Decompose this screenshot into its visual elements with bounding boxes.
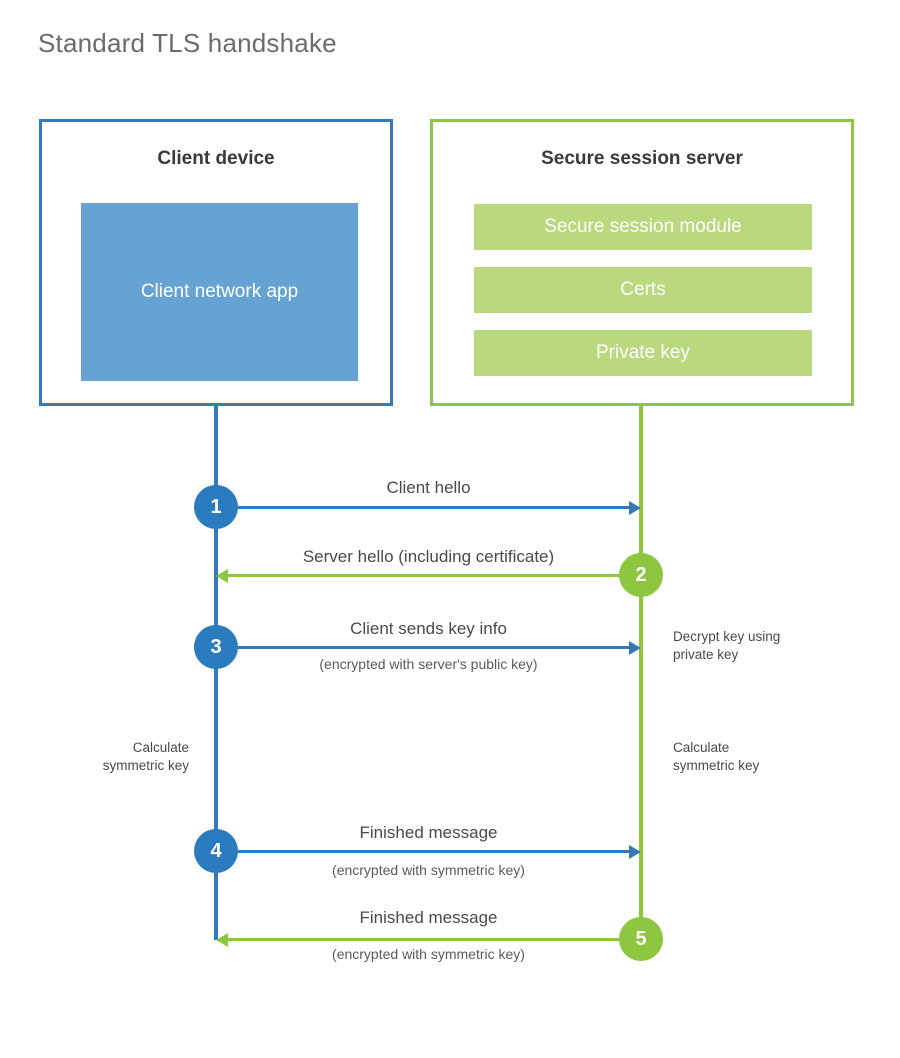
secure-session-server-box: Secure session server Secure session mod… [430,119,854,406]
step-4-arrow-head-right-icon [629,845,641,859]
server-decrypt-note: Decrypt key using private key [673,628,863,664]
step-2-circle: 2 [619,553,663,597]
server-module-secure-session-module: Secure session module [474,204,812,250]
step-3-arrow-head-right-icon [629,641,641,655]
client-network-app-block: Client network app [81,203,358,381]
client-calculate-note-line-2: symmetric key [102,758,189,774]
step-4-circle: 4 [194,829,238,873]
step-3-arrow-line [216,646,629,649]
step-5-label: Finished message [359,908,498,927]
secure-session-server-title: Secure session server [541,148,743,169]
step-4-arrow-line [216,850,629,853]
step-3-sublabel: (encrypted with server's public key) [319,656,538,672]
server-calculate-note-line-1: Calculate [673,740,730,755]
step-5-circle: 5 [619,917,663,961]
step-1-circle: 1 [194,485,238,529]
step-2-arrow-head-left-icon [216,569,228,583]
client-calculate-symmetric-key-note: Calculate symmetric key [49,739,189,775]
server-module-private-key: Private key [474,330,812,376]
step-3-circle: 3 [194,625,238,669]
step-2-arrow-line [228,574,641,577]
step-3-label: Client sends key info [350,619,507,638]
step-1-arrow-line [216,506,629,509]
step-5-sublabel: (encrypted with symmetric key) [332,946,525,962]
step-5-arrow-head-left-icon [216,933,228,947]
server-module-certs: Certs [474,267,812,313]
server-calculate-symmetric-key-note: Calculate symmetric key [673,739,843,775]
client-lifeline [214,403,218,940]
client-network-app-label: Client network app [140,280,299,302]
step-4-sublabel: (encrypted with symmetric key) [332,862,525,878]
server-decrypt-note-line-2: private key [673,647,739,663]
step-1-arrow-head-right-icon [629,501,641,515]
page-title: Standard TLS handshake [38,28,337,58]
server-decrypt-note-line-1: Decrypt key using [673,629,781,644]
step-4-label: Finished message [359,823,498,842]
server-lifeline [639,403,643,940]
client-device-title: Client device [157,148,275,169]
step-2-label: Server hello (including certificate) [302,547,555,566]
step-5-arrow-line [228,938,641,941]
client-calculate-note-line-1: Calculate [132,740,189,755]
step-1-label: Client hello [386,478,471,497]
client-device-box: Client device Client network app [39,119,393,406]
server-calculate-note-line-2: symmetric key [673,758,760,774]
